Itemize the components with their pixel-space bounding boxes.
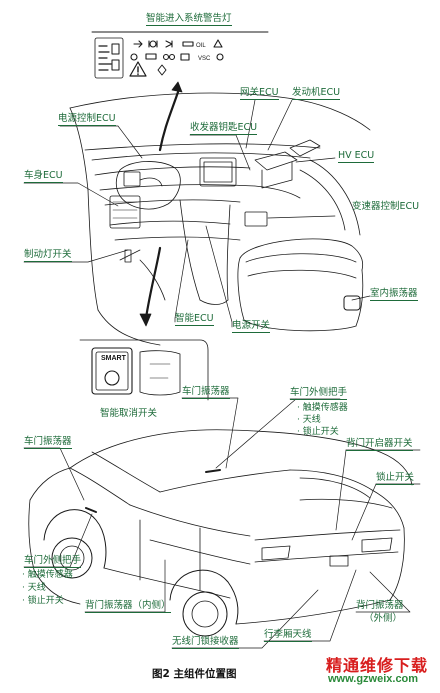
door-oscillator-left-label: 车门振荡器 <box>24 436 72 449</box>
smart-button-text: SMART <box>101 355 126 362</box>
gateway-ecu-label: 网关ECU <box>240 87 279 100</box>
transponder-key-ecu-label: 收发器钥匙ECU <box>190 122 258 135</box>
back-door-oscillator-outer-sub: （外侧） <box>364 613 403 624</box>
door-outer-handle-top-item: · 锁止开关 <box>297 427 339 437</box>
car-drawing <box>28 429 413 637</box>
watermark-url: www.gzweix.com <box>328 673 419 685</box>
wireless-door-lock-receiver-label: 无线门锁接收器 <box>172 636 239 649</box>
door-outer-handle-top-label: 车门外侧把手 <box>290 387 348 400</box>
figure-caption: 图2 主组件位置图 <box>152 668 237 680</box>
door-outer-handle-left-item: · 天线 <box>22 583 46 593</box>
svg-text:VSC: VSC <box>198 56 211 62</box>
instrument-lamp-panel: OIL VSC <box>91 31 269 79</box>
smart-cancel-switch-label: 智能取消开关 <box>100 408 158 419</box>
smart-cancel-switch-drawing <box>79 339 209 401</box>
body-ecu-label: 车身ECU <box>24 170 63 183</box>
hv-ecu-label: HV ECU <box>338 150 375 163</box>
engine-ecu-label: 发动机ECU <box>292 87 341 100</box>
svg-text:OIL: OIL <box>196 43 206 49</box>
smart-ecu-label: 智能ECU <box>175 313 214 326</box>
warning-lamp-label: 智能进入系统警告灯 <box>146 13 232 26</box>
back-door-opener-switch-label: 背门开启器开关 <box>346 438 413 451</box>
watermark-name: 精通维修下载 <box>326 656 429 675</box>
dashboard-drawing <box>69 92 371 346</box>
door-outer-handle-left-item: · 锁止开关 <box>22 596 64 606</box>
power-switch-label: 电源开关 <box>232 320 271 333</box>
power-control-ecu-label: 电源控制ECU <box>58 113 116 126</box>
door-outer-handle-top-item: · 触摸传感器 <box>297 403 348 413</box>
luggage-antenna-label: 行李厢天线 <box>264 629 312 642</box>
door-outer-handle-left-item: · 触摸传感器 <box>22 570 73 580</box>
back-door-oscillator-inner-label: 背门振荡器（内侧） <box>85 600 171 613</box>
door-outer-handle-left-label: 车门外侧把手 <box>24 555 82 568</box>
console-box-drawing <box>237 238 364 332</box>
door-oscillator-top-label: 车门振荡器 <box>182 386 230 399</box>
back-door-oscillator-outer-label: 背门振荡器 <box>356 600 404 611</box>
lamp-icons: OIL VSC <box>130 39 224 62</box>
stop-lamp-switch-label: 制动灯开关 <box>24 249 72 262</box>
interior-oscillator-label: 室内振荡器 <box>370 288 418 301</box>
lock-switch-label: 锁止开关 <box>376 472 415 485</box>
transmission-ecu-label: 变速器控制ECU <box>352 201 420 212</box>
door-outer-handle-top-item: · 天线 <box>297 415 321 425</box>
